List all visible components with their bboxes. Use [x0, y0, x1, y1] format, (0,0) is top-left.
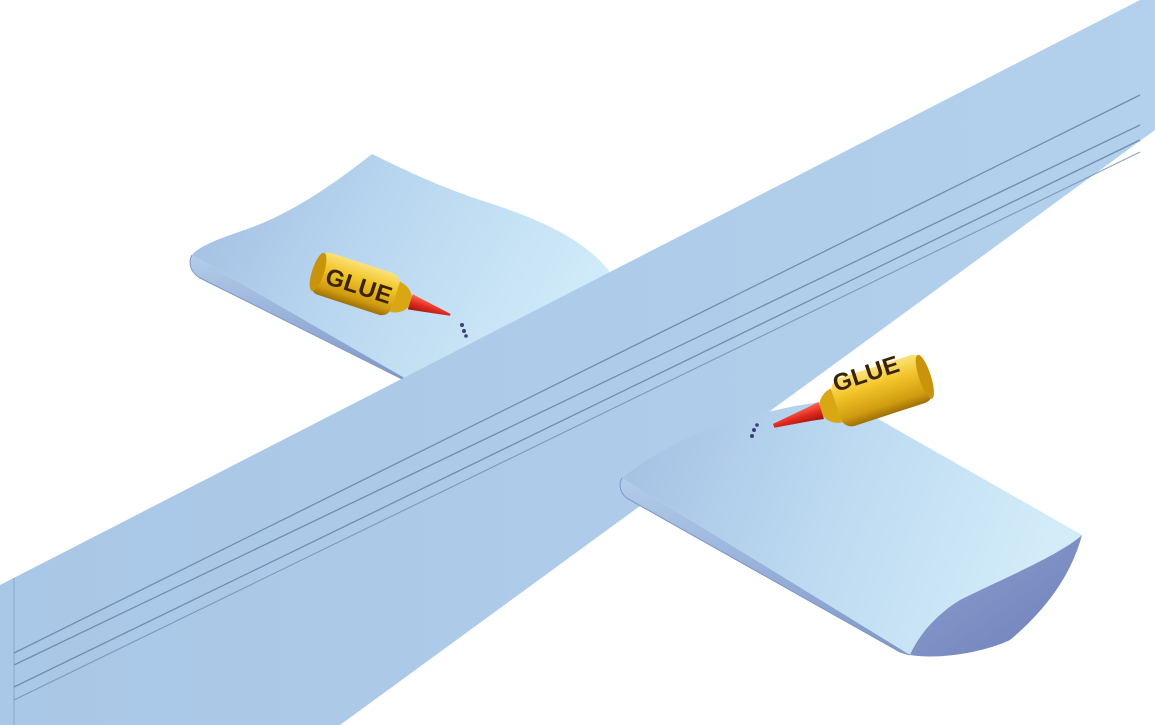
right-rib: [620, 400, 1082, 657]
glue-drop-6: [750, 434, 754, 438]
glue-drop-5: [752, 428, 756, 432]
glue-drop-1: [460, 323, 464, 327]
glue-drop-4: [755, 423, 759, 427]
glue-drop-3: [464, 334, 468, 338]
glue-drop-2: [462, 329, 466, 333]
